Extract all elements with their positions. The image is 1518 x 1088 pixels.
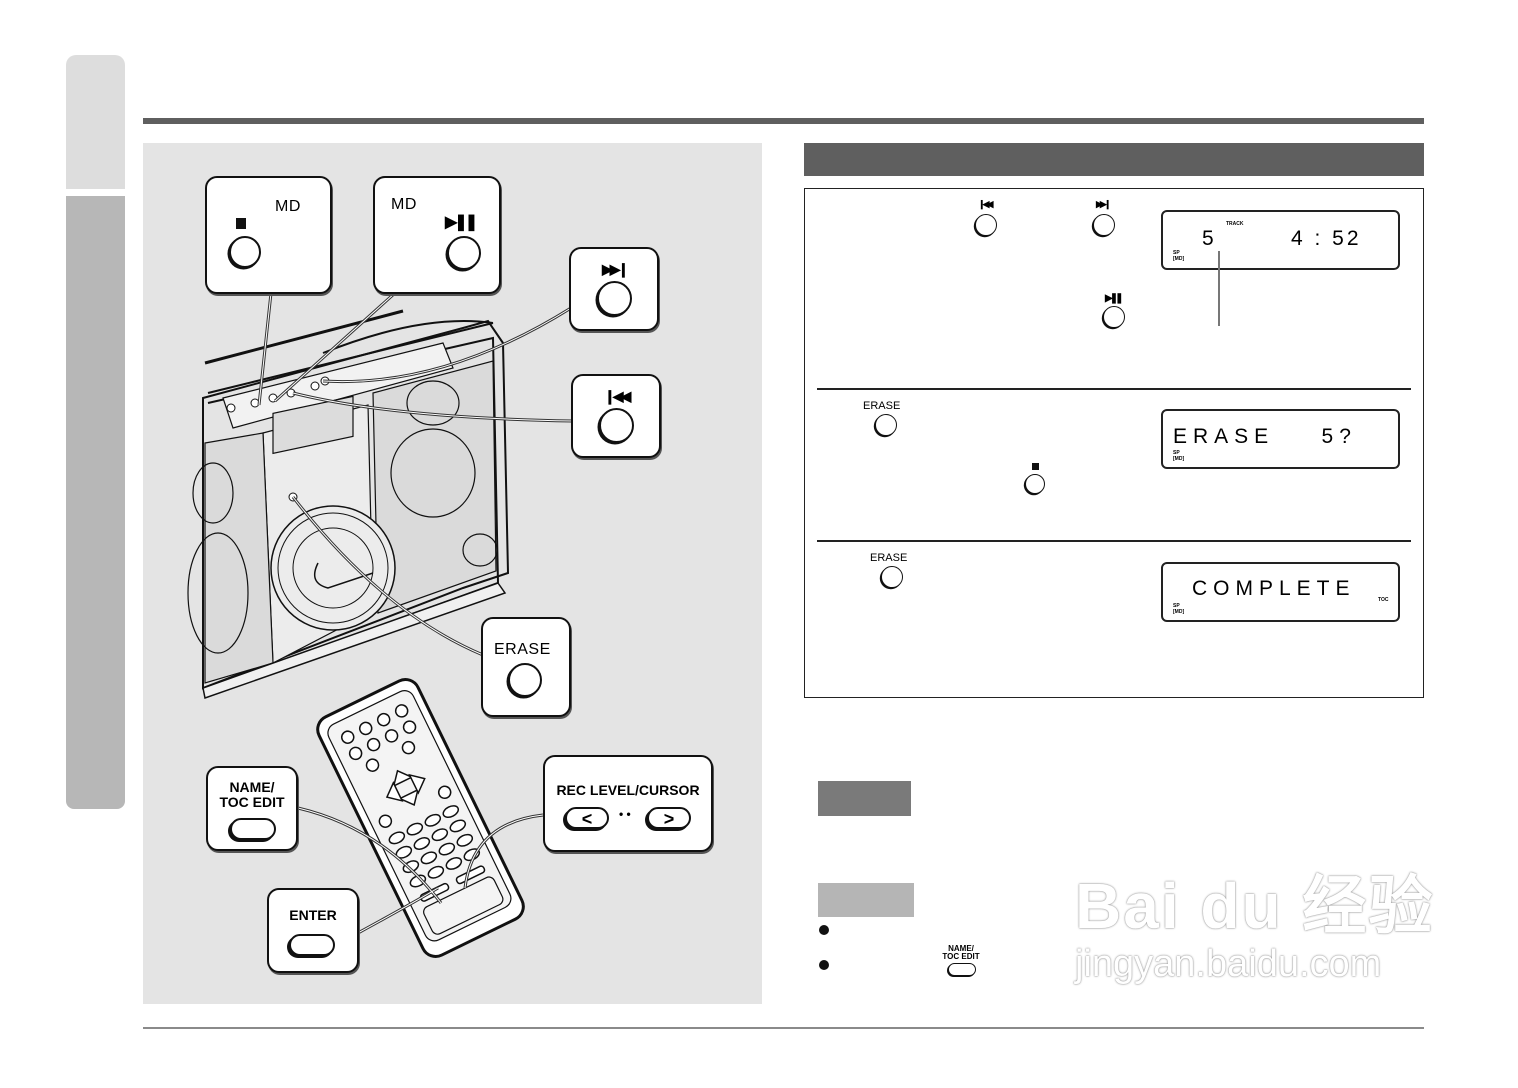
caution-label [818,883,914,917]
display-step-2: ERASE 5? SP [MD] [1161,409,1400,469]
callout-name-toc-edit: NAME/ TOC EDIT [206,766,298,851]
mode-indicator: SP [1173,450,1180,456]
side-tab-top [66,55,125,189]
erase-button[interactable] [875,414,897,436]
illustration-panel: MD MD ▶❚❚ ▶▶❙ ❙◀◀ ERASE NAME/ TOC EDIT R… [143,143,762,1004]
name-toc-edit-button[interactable] [230,818,276,840]
play-pause-icon: ▶❚❚ [445,214,478,231]
skip-back-icon: ❙◀◀ [604,388,631,404]
stop-button[interactable] [1025,474,1045,494]
cursor-separator: • • [619,807,631,821]
erase-label: ERASE [870,552,908,564]
name-toc-edit-label: NAME/ TOC EDIT [219,779,285,810]
bullet-icon [819,925,829,935]
stop-icon [236,218,246,229]
name-toc-edit-label: NAME/ TOC EDIT [942,944,980,961]
bullet-icon [819,960,829,970]
prev-track-button[interactable] [975,214,997,236]
mode-indicator: SP [1173,250,1180,256]
track-pointer-line [1218,251,1220,326]
step-divider [817,540,1411,542]
mode-indicator: SP [1173,603,1180,609]
play-pause-icon: ▶❚❚ [1105,293,1124,304]
display-step-3: COMPLETE TOC SP [MD] [1161,562,1400,622]
toc-tag: TOC [1378,597,1389,603]
cursor-left-button[interactable]: < [565,807,609,829]
top-rule [143,118,1424,124]
erase-label: ERASE [494,641,551,658]
display-step-1: 5 TRACK 4 : 52 SP [MD] [1161,210,1400,270]
watermark-brand: Bai du 经验 [1075,870,1435,942]
rec-level-cursor-label: REC LEVEL/CURSOR [556,782,700,798]
callout-next-track: ▶▶❙ [569,247,659,331]
source-indicator: [MD] [1173,609,1185,615]
bottom-rule [143,1027,1424,1029]
stop-icon [1032,463,1039,470]
name-toc-edit-button[interactable] [948,963,976,976]
md-label: MD [275,198,301,215]
section-header-bar [804,143,1424,176]
watermark: Bai du 经验 jingyan.baidu.com [1075,855,1434,986]
cursor-right-button[interactable]: > [647,807,691,829]
callout-prev-track: ❙◀◀ [571,374,661,458]
erase-label: ERASE [863,400,901,412]
play-pause-button[interactable] [1103,306,1125,328]
track-number: 5 [1202,227,1220,250]
device-illustration [187,291,574,958]
callout-rec-level-cursor: REC LEVEL/CURSOR < • • > [543,755,713,852]
callout-md-stop: MD [205,176,332,294]
erase-button[interactable] [508,663,542,697]
watermark-url: jingyan.baidu.com [1075,943,1382,985]
md-label: MD [391,196,417,213]
note-label [818,781,911,816]
display-text: ERASE 5? [1173,425,1357,448]
skip-back-icon: ❙◀◀ [978,199,993,209]
md-play-pause-button[interactable] [447,236,481,270]
next-track-button[interactable] [1093,214,1115,236]
md-stop-button[interactable] [229,236,261,268]
callout-md-play-pause: MD ▶❚❚ [373,176,501,294]
enter-button[interactable] [289,934,335,956]
source-indicator: [MD] [1173,456,1185,462]
next-track-button[interactable] [597,281,632,316]
prev-track-button[interactable] [599,408,634,443]
source-indicator: [MD] [1173,256,1185,262]
side-tab-bottom [66,196,125,809]
enter-label: ENTER [289,907,337,923]
skip-forward-icon: ▶▶❙ [602,261,629,277]
track-time: 4 : 52 [1291,227,1362,250]
callout-enter: ENTER [267,888,359,973]
callout-erase: ERASE [481,617,571,717]
erase-button[interactable] [881,566,903,588]
display-text: COMPLETE [1192,577,1356,600]
track-tag: TRACK [1226,221,1244,227]
skip-forward-icon: ▶▶❙ [1096,199,1111,209]
steps-box: ❙◀◀ ▶▶❙ ▶❚❚ 5 TRACK 4 : 52 SP [MD] ERASE… [804,188,1424,698]
step-divider [817,388,1411,390]
